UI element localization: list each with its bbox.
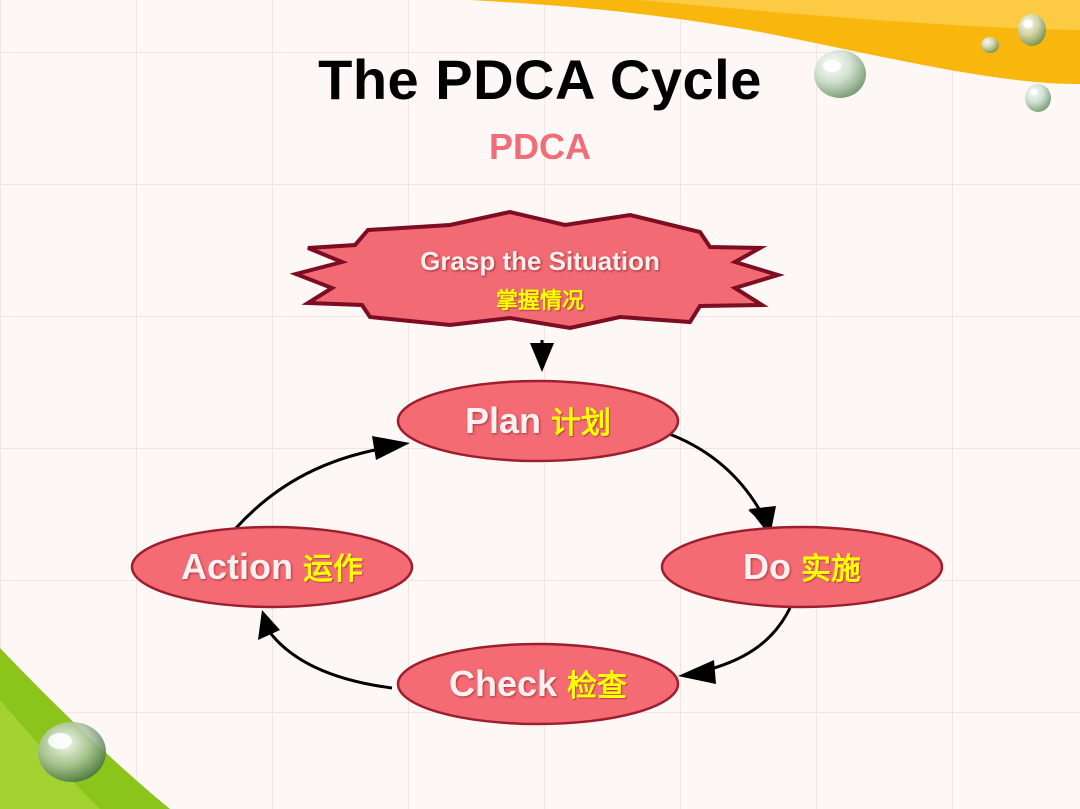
water-drop-icon — [814, 50, 866, 98]
water-drop-icon — [981, 37, 999, 53]
plan-node — [396, 379, 680, 463]
action-label-en: Action — [180, 546, 293, 587]
plan-label-en: Plan — [464, 400, 541, 441]
do-label-zh: 实施 — [801, 553, 861, 586]
water-drop-icon — [1018, 14, 1046, 46]
water-drop-icon — [1025, 84, 1051, 112]
arrow-action-to-plan — [234, 446, 386, 530]
arrowhead-action-to-plan — [372, 436, 410, 460]
green-swoosh-highlight — [0, 700, 100, 809]
arrowhead-check-to-action — [258, 610, 280, 640]
do-label: Do 实施 — [662, 545, 942, 592]
arrow-check-to-action — [266, 629, 393, 690]
plan-label-zh: 计划 — [551, 407, 612, 440]
page-subtitle: PDCA — [488, 126, 591, 167]
page-title: The PDCA Cycle — [318, 48, 762, 111]
check-label: Check 检查 — [398, 662, 678, 709]
arrowhead-situation-to-plan — [530, 343, 554, 372]
do-label-en: Do — [742, 546, 791, 587]
action-node — [130, 525, 414, 609]
check-node — [396, 642, 680, 726]
situation-starburst — [289, 209, 785, 331]
check-label-en: Check — [448, 663, 558, 704]
orange-swoosh-highlight — [640, 0, 1080, 30]
arrowhead-do-to-check — [678, 660, 716, 684]
plan-label: Plan 计划 — [398, 399, 678, 446]
water-drop-icon — [38, 722, 106, 782]
situation-label-en: Grasp the Situation — [420, 246, 660, 276]
check-label-zh: 检查 — [567, 670, 628, 703]
action-label: Action 运作 — [132, 545, 412, 592]
do-node — [660, 525, 944, 609]
situation-label-zh: 掌握情况 — [495, 288, 584, 313]
action-label-zh: 运作 — [303, 553, 363, 586]
